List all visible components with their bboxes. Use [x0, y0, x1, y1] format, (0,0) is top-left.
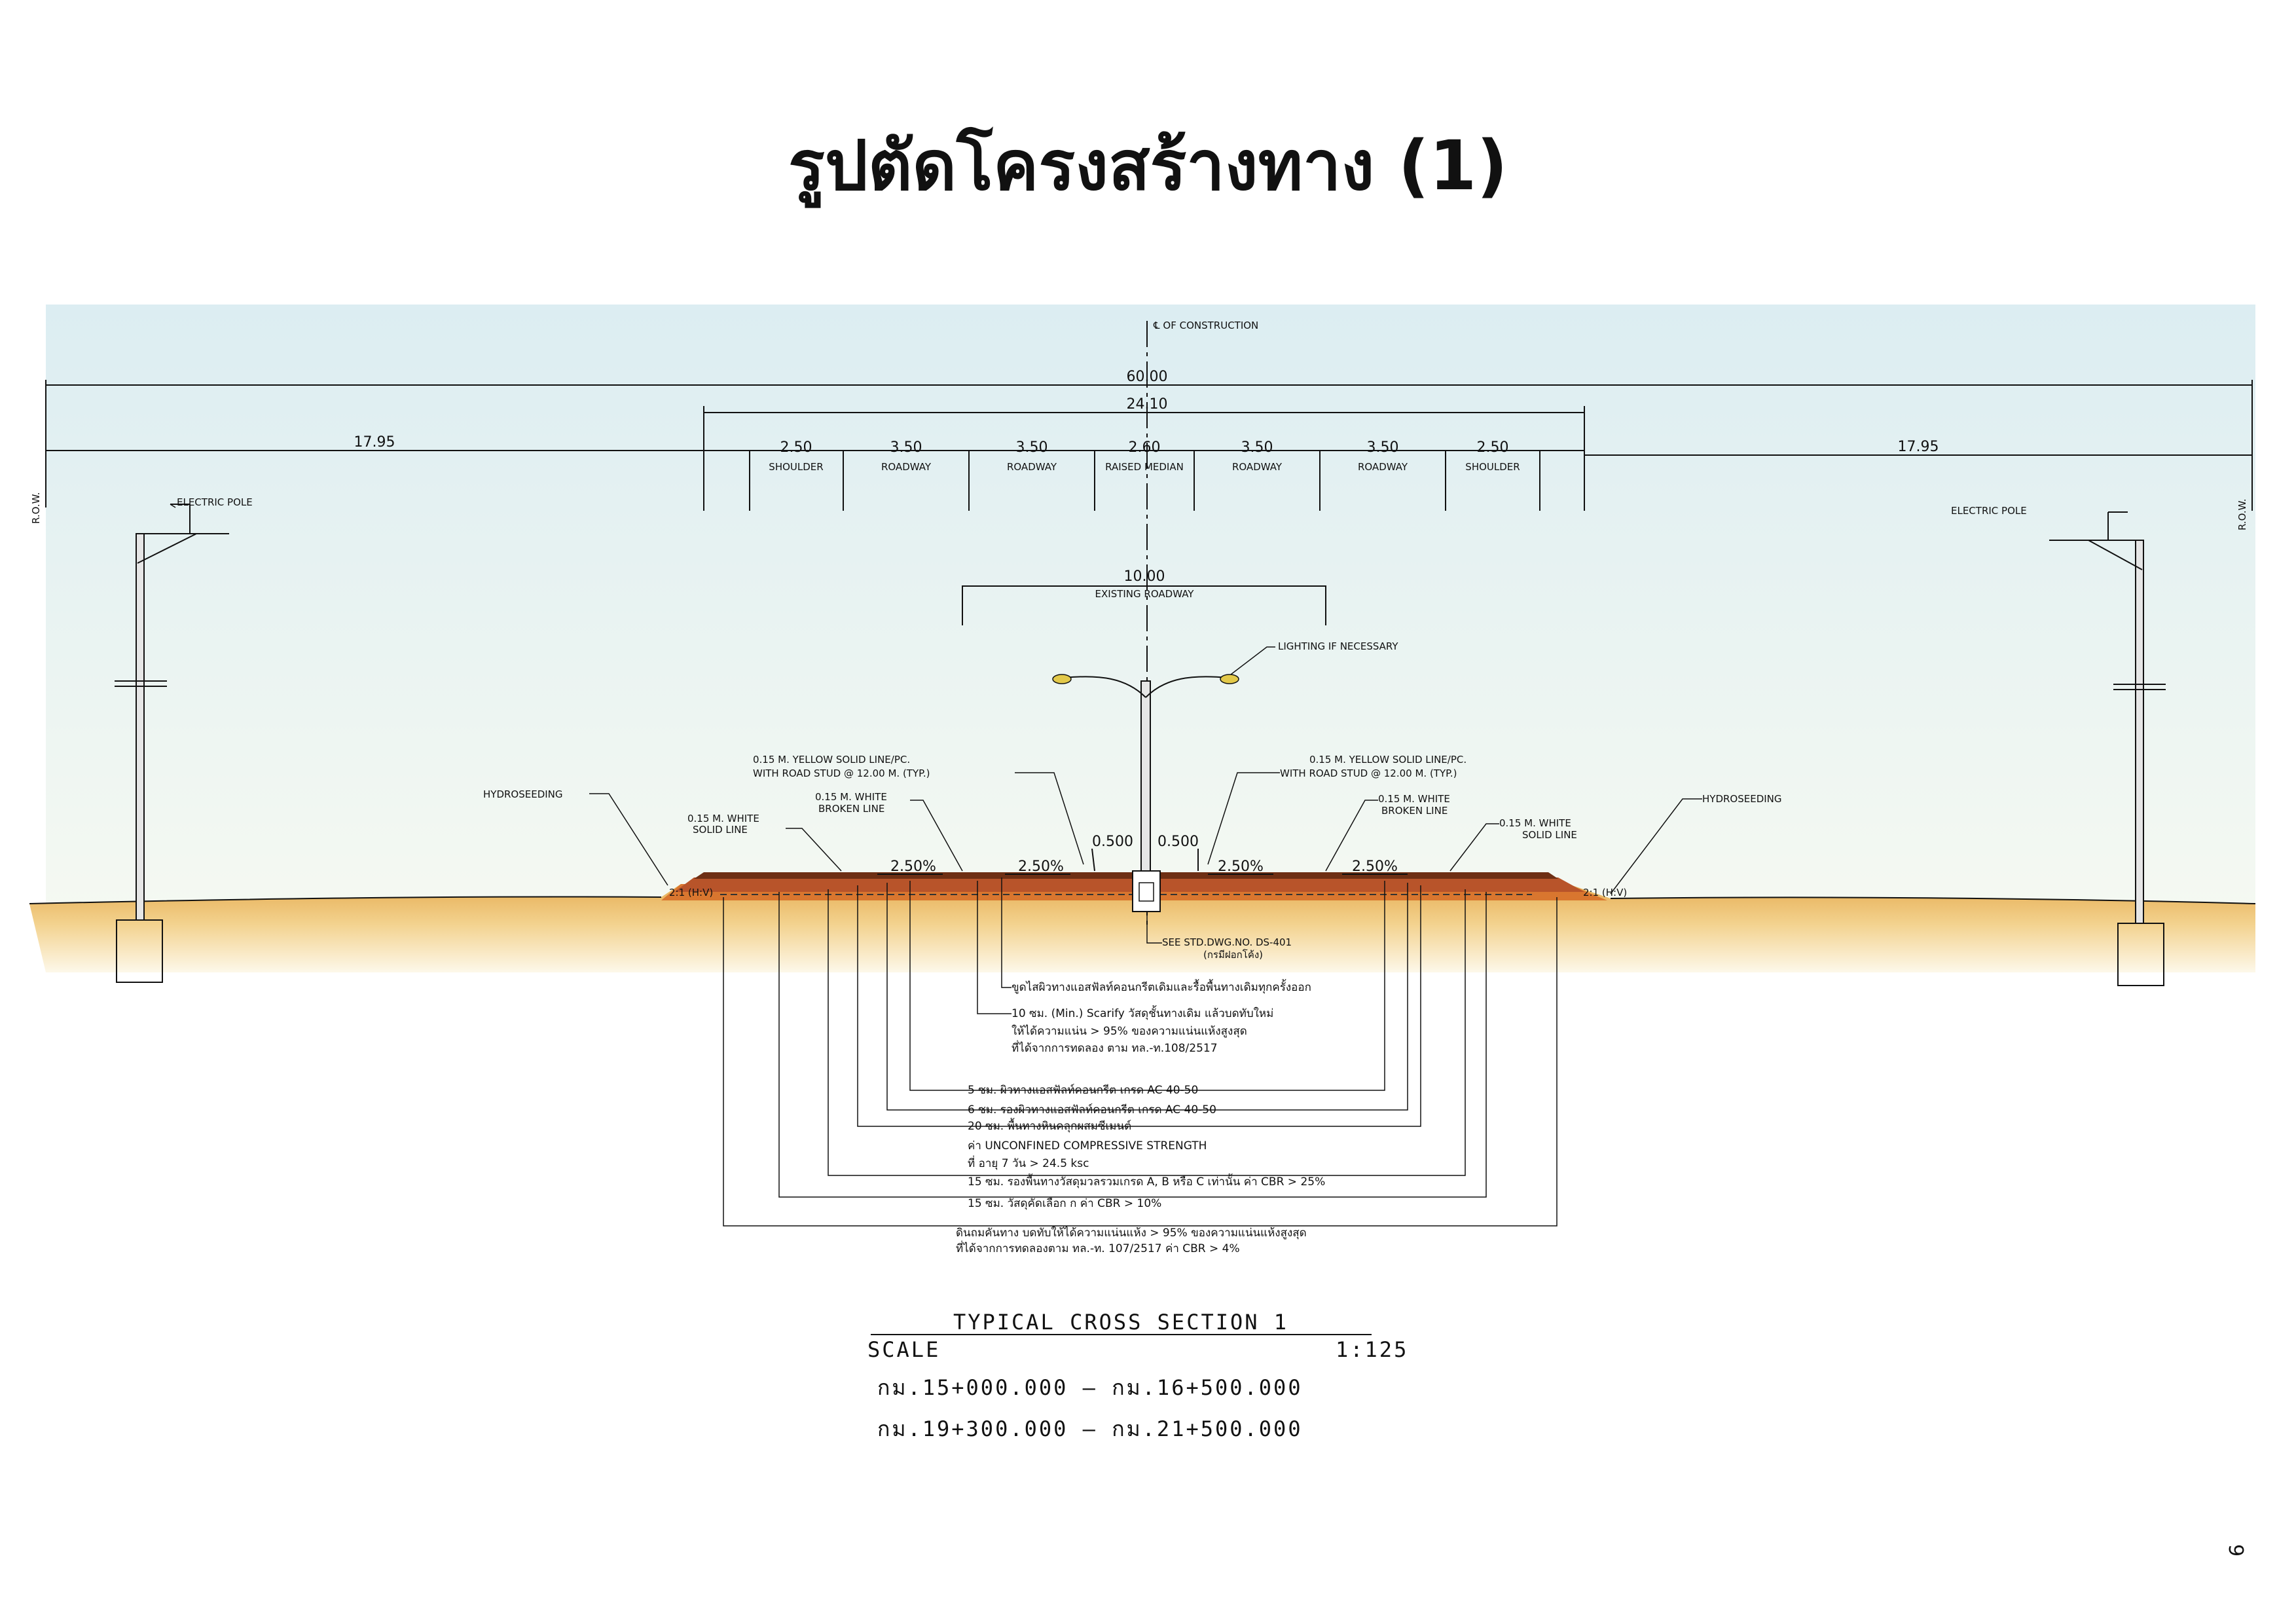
white-solid-left-1: 0.15 M. WHITE [687, 813, 759, 824]
layer-9: 15 ซม. รองพื้นทางวัสดุมวลรวมเกรด A, B หร… [968, 1173, 1325, 1189]
electric-pole-right [2049, 511, 2166, 986]
layer-10: 15 ซม. วัสดุคัดเลือก ก ค่า CBR > 10% [968, 1197, 1161, 1210]
page-number: 9 [2224, 1543, 2248, 1557]
lane-4-width: 2.60 [1129, 439, 1161, 456]
slope-l1: 2.50% [890, 858, 936, 875]
dim-total: 60.00 [1127, 369, 1168, 385]
layer-3: ที่ได้จากการทดลอง ตาม ทล.-ท.108/2517 [1011, 1040, 1218, 1055]
hydro-right: HYDROSEEDING [1702, 793, 1782, 805]
centerline-label: ℄ OF CONSTRUCTION [1153, 320, 1258, 331]
electric-pole-left-label: ELECTRIC POLE [177, 496, 253, 508]
layer-11: ดินถมคันทาง บดทับให้ได้ความแน่นแห้ง > 95… [956, 1226, 1307, 1240]
slope-l2: 2.50% [1018, 858, 1064, 875]
lane-5-width: 3.50 [1241, 439, 1273, 456]
yellow-right-1: 0.15 M. YELLOW SOLID LINE/PC. [1309, 754, 1467, 766]
median-light-pole [1052, 674, 1239, 912]
surface-layer [694, 872, 1558, 879]
white-broken-left-2: BROKEN LINE [818, 803, 884, 815]
ground [29, 884, 2255, 972]
dim-side-left: 17.95 [354, 434, 395, 451]
ground-line-right [1610, 896, 2256, 904]
lane-7-width: 2.50 [1477, 439, 1509, 456]
layer-1: 10 ซม. (Min.) Scarify วัสดุชั้นทางเดิม แ… [1011, 1005, 1273, 1020]
layer-leaders [723, 877, 1558, 1227]
existing-width: 10.00 [1124, 568, 1165, 585]
white-solid-right-1: 0.15 M. WHITE [1499, 817, 1571, 829]
row-right: R.O.W. [2236, 498, 2248, 530]
lane-2-width: 3.50 [890, 439, 922, 456]
row-left: R.O.W. [30, 492, 42, 524]
section-title: TYPICAL CROSS SECTION 1 [953, 1310, 1288, 1335]
layer-0: ขูดไสผิวทางแอสฟัลท์คอนกรีตเดิมและรื้อพื้… [1011, 979, 1311, 994]
slope-r1: 2.50% [1218, 858, 1264, 875]
lane-1-width: 2.50 [780, 439, 812, 456]
existing-label: EXISTING ROADWAY [1095, 588, 1195, 600]
electric-pole-right-label: ELECTRIC POLE [1951, 505, 2027, 517]
layer-4: 5 ซม. ผิวทางแอสฟัลท์คอนกรีต เกรด AC 40-5… [968, 1084, 1198, 1097]
white-solid-left-2: SOLID LINE [693, 824, 748, 836]
white-broken-right-1: 0.15 M. WHITE [1378, 793, 1450, 805]
lighting-label: LIGHTING IF NECESSARY [1278, 640, 1398, 652]
lane-3-width: 3.50 [1016, 439, 1048, 456]
hydro-left: HYDROSEEDING [483, 788, 563, 800]
yellow-left-1: 0.15 M. YELLOW SOLID LINE/PC. [753, 754, 910, 766]
white-broken-left-1: 0.15 M. WHITE [815, 791, 887, 803]
range-1: กม.15+000.000 — กม.16+500.000 [877, 1375, 1303, 1400]
lane-6-label: ROADWAY [1358, 461, 1408, 473]
lane-5-label: ROADWAY [1232, 461, 1283, 473]
range-2: กม.19+300.000 — กม.21+500.000 [877, 1416, 1303, 1441]
page-title: รูปตัดโครงสร้างทาง (1) [788, 126, 1508, 206]
scale-label: SCALE [867, 1337, 940, 1362]
yellow-left-2: WITH ROAD STUD @ 12.00 M. (TYP.) [753, 767, 930, 779]
side-slope-left: 2:1 (H:V) [669, 887, 713, 898]
white-solid-right-2: SOLID LINE [1522, 829, 1577, 841]
existing-roadway-bracket [962, 585, 1326, 625]
base-layer [674, 877, 1584, 892]
median-offset-right: 0.500 [1157, 834, 1199, 850]
layer-7: ค่า UNCONFINED COMPRESSIVE STRENGTH [968, 1139, 1207, 1153]
lane-6-width: 3.50 [1367, 439, 1399, 456]
lane-4-label: RAISED MEDIAN [1105, 461, 1184, 473]
scale-value: 1:125 [1336, 1337, 1408, 1362]
side-slope-right: 2:1 (H:V) [1583, 887, 1627, 898]
yellow-right-2: WITH ROAD STUD @ 12.00 M. (TYP.) [1280, 767, 1457, 779]
dim-side-right: 17.95 [1898, 439, 1939, 455]
layer-6: 20 ซม. พื้นทางหินคลุกผสมซีเมนต์ [968, 1118, 1131, 1133]
layer-2: ให้ได้ความแน่น > 95% ของความแน่นแห้งสูงส… [1011, 1024, 1247, 1038]
lane-3-label: ROADWAY [1007, 461, 1057, 473]
layer-8: ที่ อายุ 7 วัน > 24.5 ksc [968, 1155, 1089, 1170]
lane-2-label: ROADWAY [881, 461, 932, 473]
white-broken-right-2: BROKEN LINE [1381, 805, 1448, 817]
electric-pole-left [115, 504, 229, 983]
median-offset-left: 0.500 [1092, 834, 1133, 850]
lane-7-label: SHOULDER [1465, 461, 1520, 473]
dim-carriageway: 24.10 [1127, 396, 1168, 413]
layer-5: 6 ซม. รองผิวทางแอสฟัลท์คอนกรีต เกรด AC 4… [968, 1103, 1216, 1116]
lane-1-label: SHOULDER [769, 461, 823, 473]
lane-dimensions: 2.50 SHOULDER 3.50 ROADWAY 3.50 ROADWAY … [749, 439, 1540, 511]
layer-12: ที่ได้จากการทดลองตาม ทล.-ท. 107/2517 ค่า… [956, 1240, 1240, 1255]
ground-line [29, 896, 662, 904]
std-dwg-1: SEE STD.DWG.NO. DS-401 [1162, 936, 1292, 948]
slope-r2: 2.50% [1352, 858, 1398, 875]
std-dwg-2: (กรมีฝอกโค้ง) [1203, 949, 1263, 961]
